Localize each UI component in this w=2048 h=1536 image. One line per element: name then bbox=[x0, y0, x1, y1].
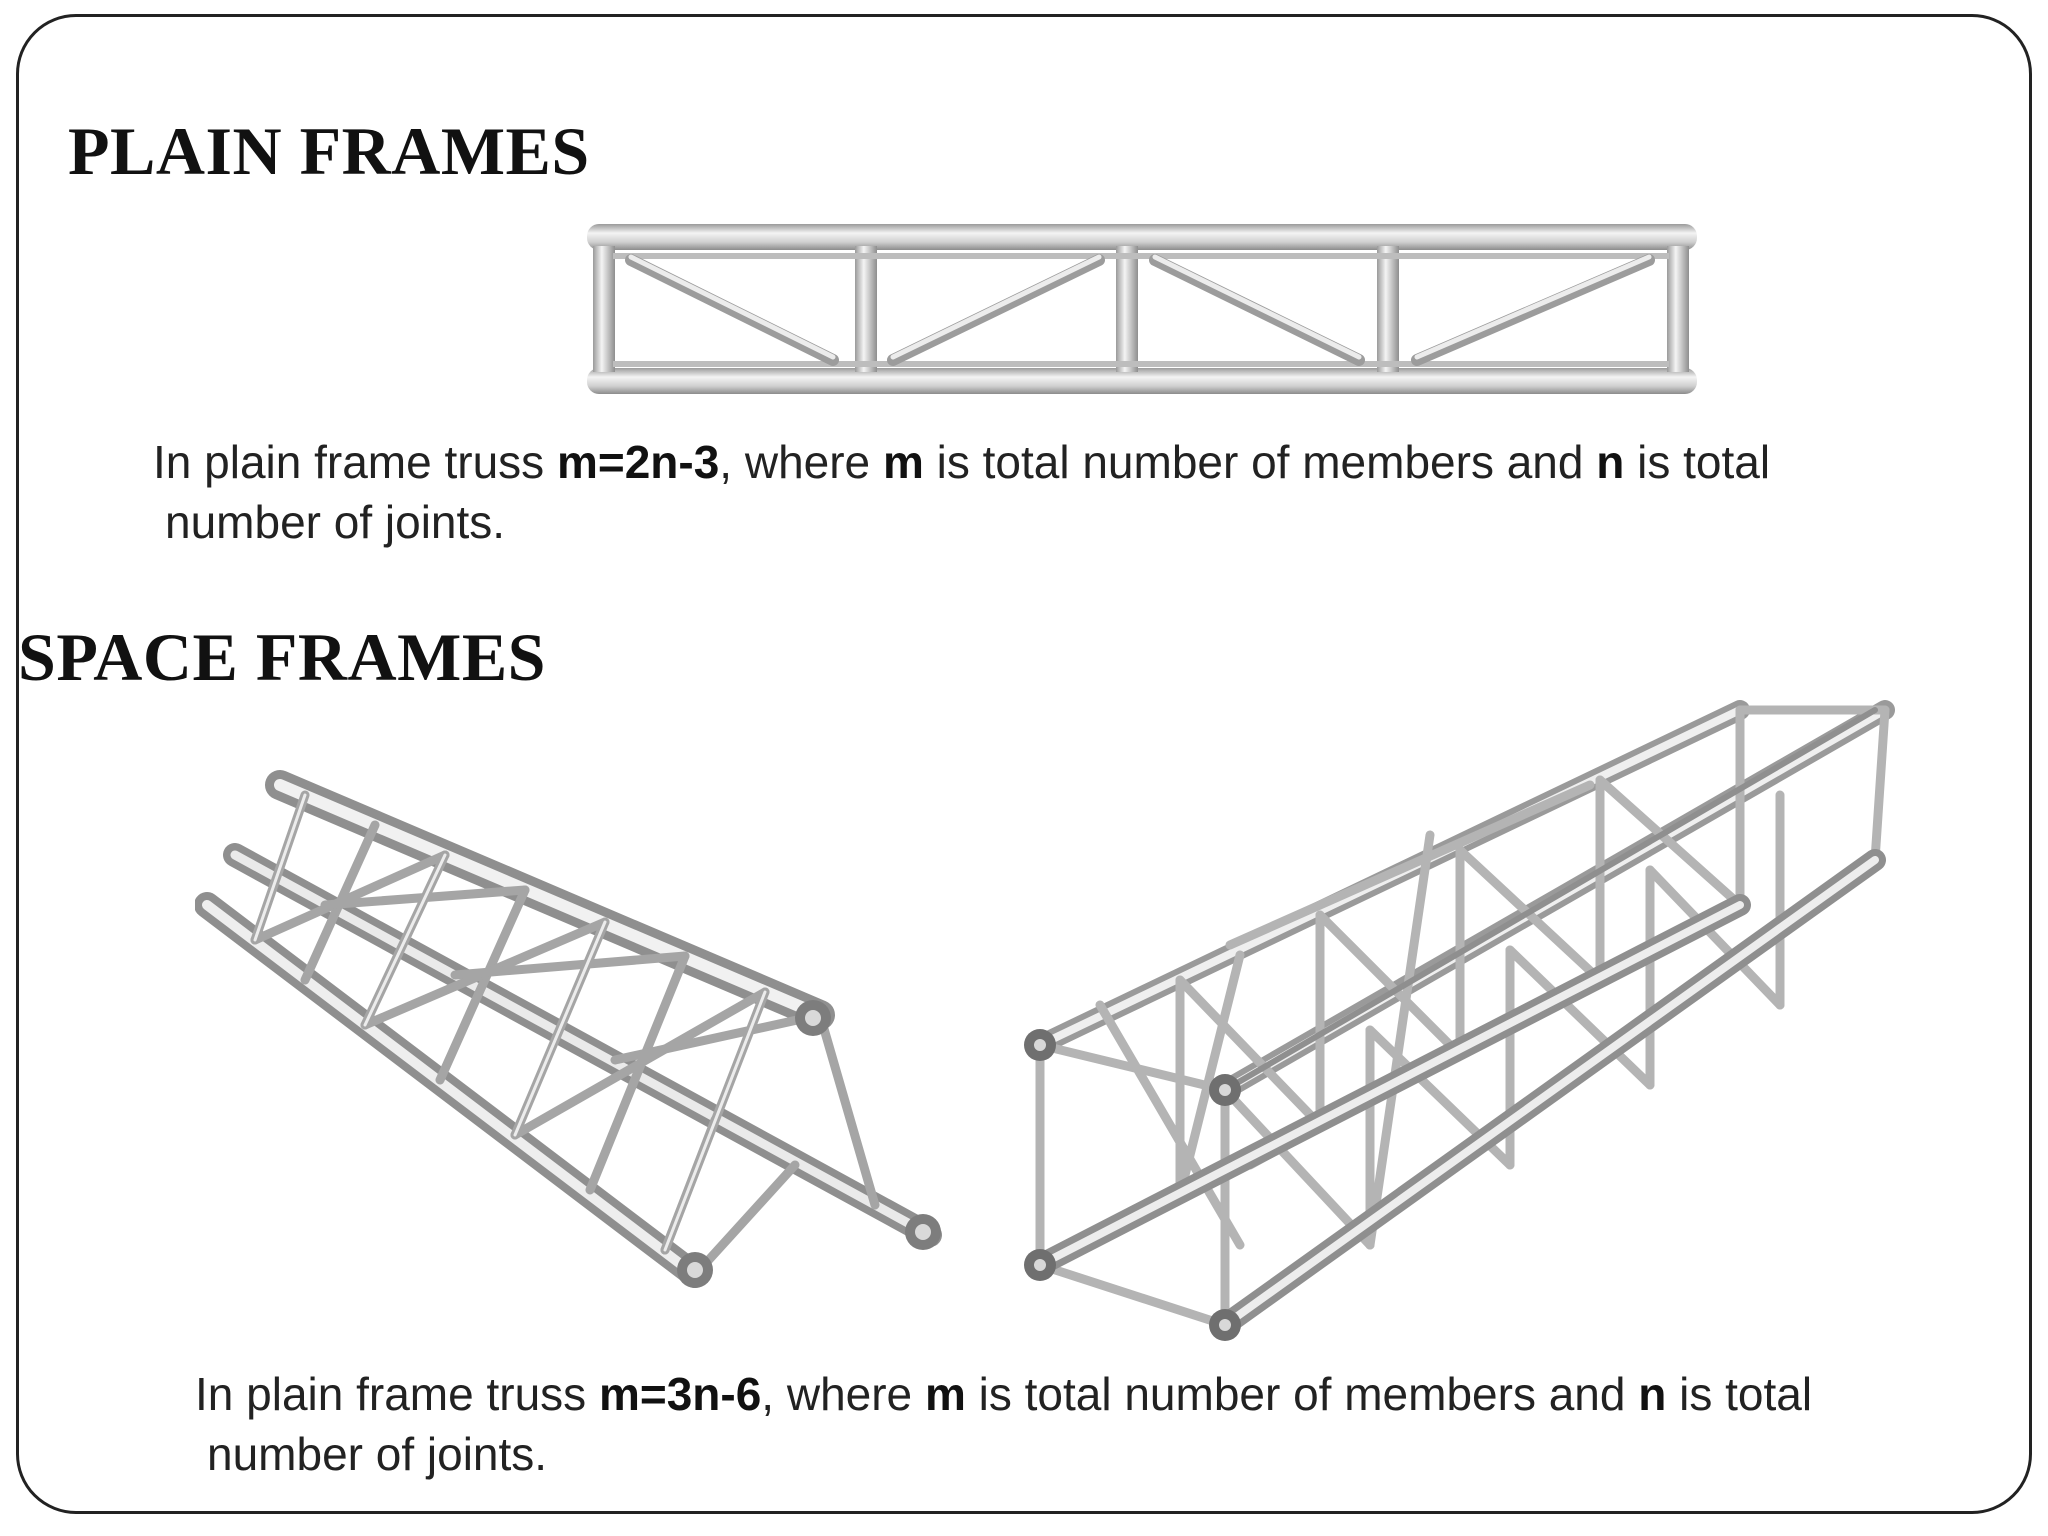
space-frames-caption: In plain frame truss m=3n-6, where m is … bbox=[195, 1364, 1812, 1484]
caption-text: , where bbox=[761, 1368, 925, 1420]
m-symbol: m bbox=[882, 436, 924, 488]
caption-line2: number of joints. bbox=[165, 496, 506, 548]
plain-frames-caption: In plain frame truss m=2n-3, where m is … bbox=[153, 432, 1770, 552]
caption-line2: number of joints. bbox=[207, 1428, 548, 1480]
plain-truss-image bbox=[587, 224, 1697, 394]
caption-text: is total bbox=[1624, 436, 1771, 488]
space-formula: m=3n-6 bbox=[598, 1368, 762, 1420]
m-symbol: m bbox=[924, 1368, 966, 1420]
caption-text: is total bbox=[1666, 1368, 1813, 1420]
slide-frame bbox=[16, 14, 2032, 1514]
n-symbol: n bbox=[1596, 436, 1625, 488]
caption-text: is total number of members and bbox=[923, 436, 1597, 488]
plain-frames-heading: PLAIN FRAMES bbox=[68, 113, 590, 189]
caption-text: In plain frame truss bbox=[195, 1368, 599, 1420]
space-frames-heading: SPACE FRAMES bbox=[18, 619, 546, 695]
n-symbol: n bbox=[1638, 1368, 1667, 1420]
triangular-truss-image bbox=[195, 770, 942, 1288]
caption-text: is total number of members and bbox=[965, 1368, 1639, 1420]
plain-formula: m=2n-3 bbox=[556, 436, 720, 488]
caption-text: , where bbox=[719, 436, 883, 488]
square-truss-image bbox=[1024, 700, 1895, 1341]
caption-text: In plain frame truss bbox=[153, 436, 557, 488]
